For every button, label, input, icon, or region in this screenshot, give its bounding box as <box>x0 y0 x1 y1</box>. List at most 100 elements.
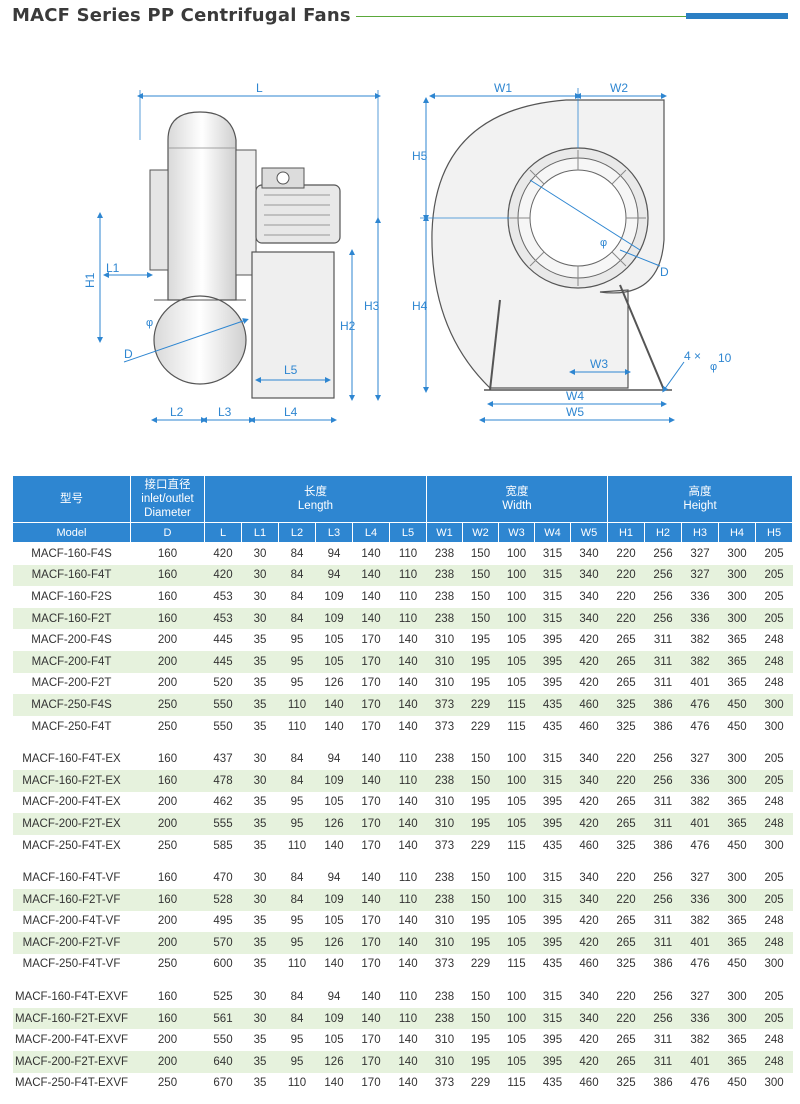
value-cell-h1: 265 <box>607 932 645 954</box>
value-cell-h1: 325 <box>607 694 645 716</box>
value-cell-h3: 336 <box>690 590 710 603</box>
value-cell-w3: 115 <box>507 958 526 971</box>
front-view: W1 W2 H5 H4 W3 W4 W5 D φ 4 × φ 10 <box>412 81 732 423</box>
value-cell-w4: 315 <box>534 1007 571 1030</box>
value-cell-w2: 150 <box>470 753 491 766</box>
model-cn-header: 型号 <box>12 475 131 523</box>
value-cell-d: 250 <box>157 1077 178 1090</box>
inlet-header: 接口直径 inlet/outlet Diameter <box>130 475 205 523</box>
value-cell-h3: 476 <box>690 720 710 733</box>
height-cn-header: 高度 <box>688 486 712 498</box>
value-cell-w2: 150 <box>470 590 491 603</box>
value-cell-h2: 256 <box>653 753 673 766</box>
value-cell-l4: 170 <box>361 915 381 928</box>
value-cell-l4: 170 <box>361 677 381 690</box>
value-cell-h3: 476 <box>690 958 710 971</box>
value-cell-w4: 395 <box>534 1051 571 1073</box>
value-cell-h2: 311 <box>653 677 673 690</box>
value-cell-h4: 365 <box>727 1034 747 1047</box>
value-cell-l5: 140 <box>398 1034 418 1047</box>
value-cell-l: 495 <box>213 915 233 928</box>
value-cell-l3: 140 <box>324 1077 344 1090</box>
value-cell-d: 160 <box>130 1007 205 1030</box>
value-cell-l2: 95 <box>290 796 304 809</box>
value-cell-h5: 205 <box>764 872 784 885</box>
value-cell-h1: 220 <box>607 564 645 587</box>
value-cell-d: 160 <box>157 872 178 885</box>
value-cell-w1: 373 <box>434 958 455 971</box>
value-cell-h2: 311 <box>653 634 673 647</box>
value-cell-h2: 386 <box>653 839 673 852</box>
value-cell-h5: 300 <box>764 958 784 971</box>
title-accent-bar <box>686 13 788 19</box>
value-cell-l4: 170 <box>361 1034 381 1047</box>
group-spacer-row <box>12 975 793 987</box>
value-cell-l3: 140 <box>324 839 344 852</box>
value-cell-l3: 94 <box>327 547 341 560</box>
model-cell: MACF-200-F4S <box>31 634 112 647</box>
value-cell-h4: 450 <box>718 694 756 716</box>
value-cell-l3: 105 <box>324 634 344 647</box>
value-cell-h2: 386 <box>653 958 673 971</box>
value-cell-w1: 373 <box>426 694 463 716</box>
value-cell-w1: 373 <box>434 720 455 733</box>
value-cell-w5: 460 <box>579 720 599 733</box>
model-cell: MACF-160-F2T-EXVF <box>12 1007 131 1030</box>
value-cell-w2: 150 <box>470 991 491 1004</box>
dim-W3-label: W3 <box>590 357 608 371</box>
column-header-h5: H5 <box>755 522 794 543</box>
value-cell-w5: 420 <box>579 915 599 928</box>
value-cell-w5: 460 <box>579 958 599 971</box>
group-spacer-cell <box>12 975 793 987</box>
value-cell-w5: 340 <box>579 590 599 603</box>
value-cell-l3: 105 <box>324 915 344 928</box>
value-cell-l2: 84 <box>290 590 304 603</box>
value-cell-w1: 310 <box>434 796 455 809</box>
value-cell-h5: 300 <box>764 839 784 852</box>
value-cell-l3: 105 <box>315 650 353 673</box>
model-cell: MACF-160-F2T-EX <box>12 769 131 792</box>
value-cell-l1: 30 <box>241 888 279 911</box>
value-cell-h3: 401 <box>681 932 719 954</box>
value-cell-l2: 95 <box>278 1051 316 1073</box>
value-cell-l5: 140 <box>389 650 427 673</box>
value-cell-l2: 95 <box>278 650 316 673</box>
value-cell-l5: 140 <box>398 634 418 647</box>
column-header-l2: L2 <box>278 522 316 543</box>
value-cell-h4: 450 <box>727 958 747 971</box>
value-cell-h4: 300 <box>727 872 747 885</box>
value-cell-l5: 110 <box>398 753 418 766</box>
column-header-w4: W4 <box>534 522 571 543</box>
model-cell: MACF-200-F4T <box>12 650 131 673</box>
value-cell-w5: 340 <box>570 1007 608 1030</box>
value-cell-h4: 365 <box>727 677 747 690</box>
value-cell-l4: 170 <box>352 1051 390 1073</box>
hole-count-label: 4 × <box>684 349 701 363</box>
column-header-w5: W5 <box>569 522 609 543</box>
column-header-h3: H3 <box>681 522 720 543</box>
value-cell-l2: 110 <box>287 839 307 852</box>
value-cell-h2: 386 <box>653 1077 673 1090</box>
model-cell: MACF-160-F2T <box>12 607 131 630</box>
model-cell: MACF-160-F4T <box>12 564 131 587</box>
width-header: 宽度 Width <box>425 475 609 523</box>
value-cell-w5: 340 <box>570 564 608 587</box>
value-cell-h3: 476 <box>690 839 710 852</box>
value-cell-w3: 100 <box>506 991 527 1004</box>
value-cell-l2: 95 <box>290 915 304 928</box>
value-cell-h1: 265 <box>616 677 636 690</box>
column-header-h1: H1 <box>607 522 646 543</box>
value-cell-w2: 195 <box>462 813 499 835</box>
value-cell-h4: 365 <box>727 634 747 647</box>
value-cell-w3: 100 <box>506 547 527 560</box>
value-cell-l4: 170 <box>352 813 390 835</box>
value-cell-l3: 140 <box>324 720 344 733</box>
value-cell-h1: 325 <box>616 958 636 971</box>
value-cell-d: 160 <box>130 607 205 630</box>
value-cell-h4: 300 <box>727 547 747 560</box>
value-cell-l5: 140 <box>398 677 418 690</box>
